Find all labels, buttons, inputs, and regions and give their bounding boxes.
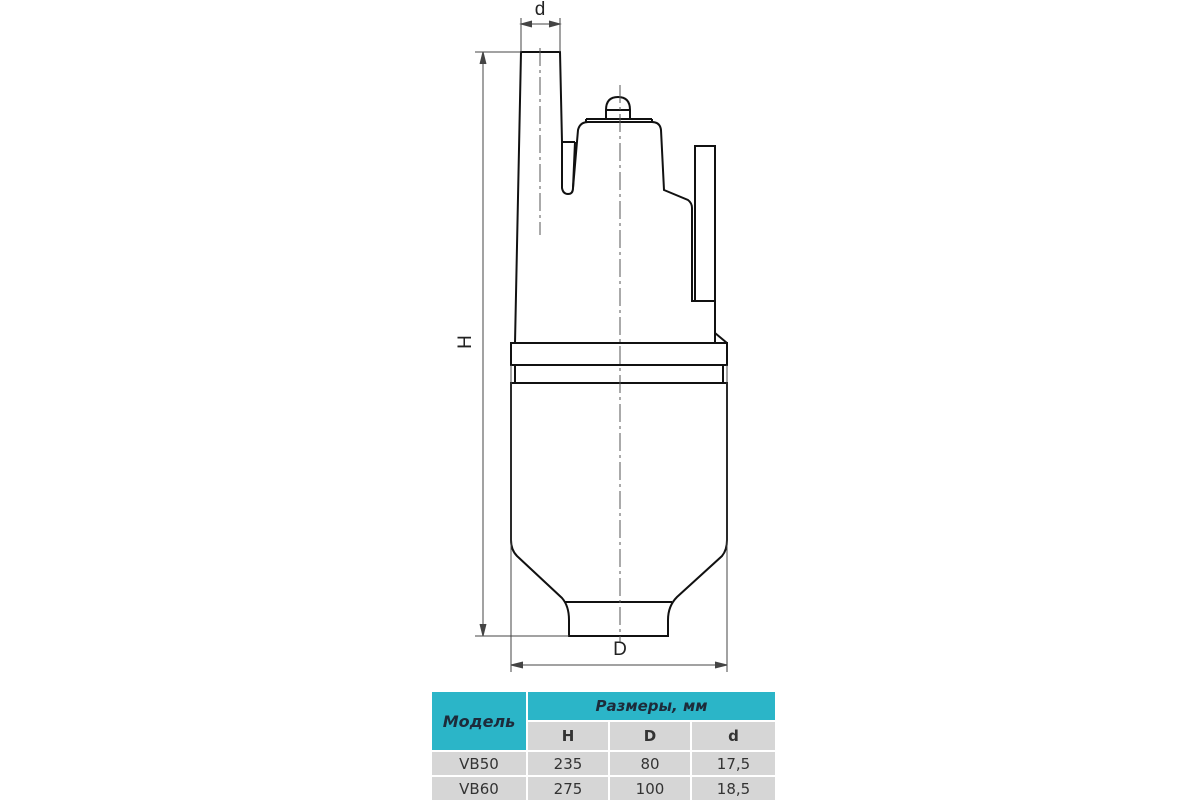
dimensions-table: Модель Размеры, мм H D d VB50 235 80 17,… bbox=[430, 690, 777, 802]
d-large-cell: 100 bbox=[610, 777, 690, 800]
table-row: VB60 275 100 18,5 bbox=[432, 777, 775, 800]
outlet-diameter-label: d bbox=[534, 0, 546, 20]
d-small-cell: 17,5 bbox=[692, 752, 775, 775]
dimension-lines bbox=[475, 18, 728, 672]
center-lines bbox=[539, 48, 621, 642]
pump-outline bbox=[510, 51, 728, 637]
model-cell: VB60 bbox=[432, 777, 526, 800]
d-large-cell: 80 bbox=[610, 752, 690, 775]
dims-header: Размеры, мм bbox=[528, 692, 775, 720]
col-header-h: H bbox=[528, 722, 608, 750]
d-small-cell: 18,5 bbox=[692, 777, 775, 800]
h-cell: 235 bbox=[528, 752, 608, 775]
col-header-d-small: d bbox=[692, 722, 775, 750]
col-header-d-large: D bbox=[610, 722, 690, 750]
model-header: Модель bbox=[432, 692, 526, 750]
height-label: H bbox=[455, 335, 476, 349]
h-cell: 275 bbox=[528, 777, 608, 800]
diameter-label: D bbox=[613, 639, 627, 660]
model-cell: VB50 bbox=[432, 752, 526, 775]
table-row: VB50 235 80 17,5 bbox=[432, 752, 775, 775]
